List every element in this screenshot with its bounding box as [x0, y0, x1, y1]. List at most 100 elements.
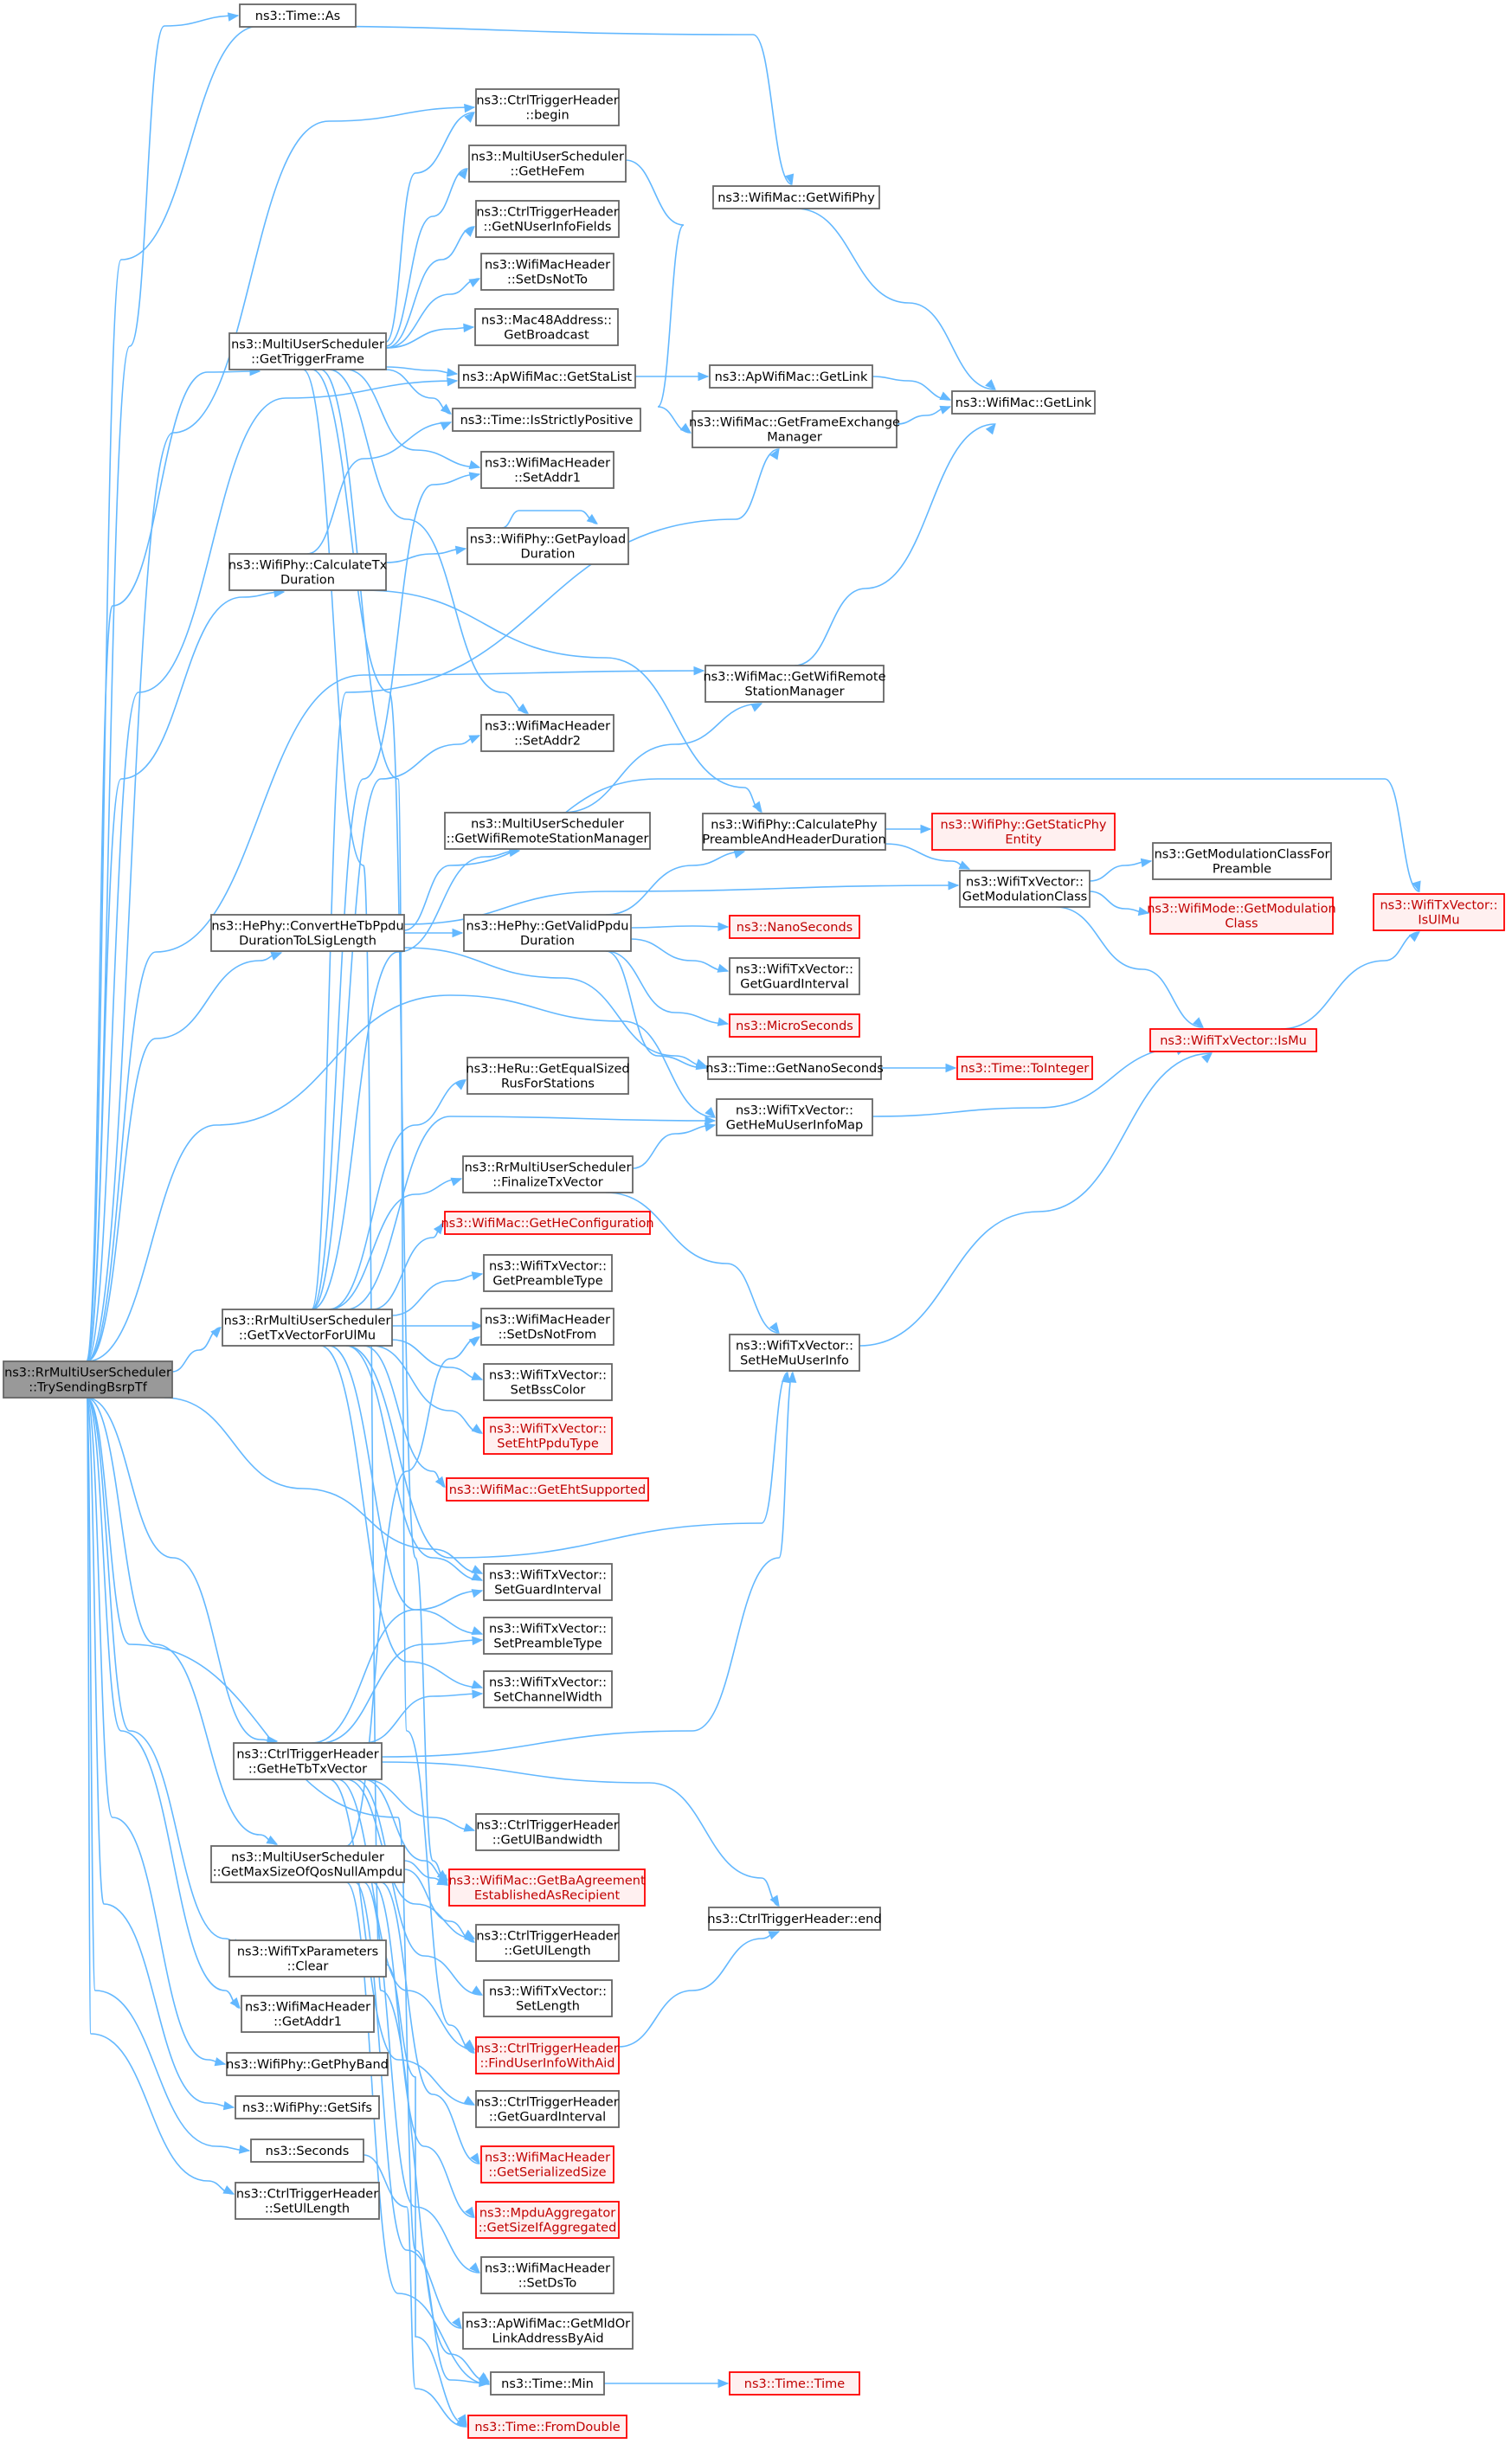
node-mus-gethefem[interactable]: ns3::MultiUserScheduler::GetHeFem [468, 145, 627, 183]
node-time-min[interactable]: ns3::Time::Min [490, 2371, 605, 2396]
node-time-fromdouble[interactable]: ns3::Time::FromDouble [467, 2415, 627, 2439]
node-wifimac-getehtsupported[interactable]: ns3::WifiMac::GetEhtSupported [446, 1477, 649, 1502]
node-wtv-getpreambletype[interactable]: ns3::WifiTxVector::GetPreambleType [483, 1254, 613, 1292]
node-wtxparams-clear[interactable]: ns3::WifiTxParameters::Clear [228, 1939, 387, 1978]
node-wifimac-getbaagreement[interactable]: ns3::WifiMac::GetBaAgreementEstablishedA… [448, 1868, 646, 1907]
node-mac48-getbroadcast[interactable]: ns3::Mac48Address::GetBroadcast [474, 308, 619, 346]
node-box [210, 1845, 405, 1883]
node-wifimac-getlink[interactable]: ns3::WifiMac::GetLink [951, 390, 1096, 415]
node-wmh-setaddr2[interactable]: ns3::WifiMacHeader::SetAddr2 [480, 714, 614, 752]
node-seconds[interactable]: ns3::Seconds [250, 2138, 364, 2163]
node-wmh-setdsnotto[interactable]: ns3::WifiMacHeader::SetDsNotTo [480, 253, 614, 291]
node-box [475, 88, 620, 126]
node-wtv-setguardinterval[interactable]: ns3::WifiTxVector::SetGuardInterval [483, 1563, 613, 1601]
node-label: ns3::WifiPhy::GetStaticPhy [941, 819, 1107, 833]
node-label: ::FinalizeTxVector [492, 1176, 602, 1190]
node-label: ns3::CtrlTriggerHeader [476, 206, 618, 220]
node-wifiphy-getsifs[interactable]: ns3::WifiPhy::GetSifs [235, 2095, 380, 2119]
node-hephy-convert[interactable]: ns3::HePhy::ConvertHeTbPpduDurationToLSi… [210, 914, 405, 952]
edge-rrmus_gettxvector-to-wtv_sethemuuserinfo [345, 1345, 791, 1559]
node-mus-getwrsm[interactable]: ns3::MultiUserScheduler::GetWifiRemoteSt… [444, 812, 651, 850]
node-ctrl-gethetbtx[interactable]: ns3::CtrlTriggerHeader::GetHeTbTxVector [233, 1742, 383, 1780]
node-wifiphy-calcpreamble[interactable]: ns3::WifiPhy::CalculatePhyPreambleAndHea… [702, 813, 886, 851]
node-wifimode-getmodclass[interactable]: ns3::WifiMode::GetModulationClass [1147, 897, 1336, 935]
node-nanoseconds[interactable]: ns3::NanoSeconds [729, 915, 860, 939]
node-apwifimac-getstalist[interactable]: ns3::ApWifiMac::GetStaList [458, 364, 636, 389]
node-wtv-setbsscolor[interactable]: ns3::WifiTxVector::SetBssColor [483, 1363, 613, 1401]
node-ctrl-end[interactable]: ns3::CtrlTriggerHeader::end [707, 1907, 882, 1931]
node-wifimac-getwrsm[interactable]: ns3::WifiMac::GetWifiRemoteStationManage… [703, 665, 886, 703]
edge-wifiphy_calctx-to-time_isstrictlypositive [306, 421, 453, 555]
edge-mus_gettriggerframe-to-wmh_setaddr2 [328, 369, 530, 714]
node-mus-gettriggerframe[interactable]: ns3::MultiUserScheduler::GetTriggerFrame [228, 332, 387, 370]
node-label: ns3::MpduAggregator [479, 2207, 615, 2221]
node-wifimac-gethecfg[interactable]: ns3::WifiMac::GetHeConfiguration [441, 1211, 654, 1235]
node-label: ns3::HePhy::ConvertHeTbPpdu [211, 920, 403, 934]
node-wifimac-getwifiphy[interactable]: ns3::WifiMac::GetWifiPhy [712, 185, 880, 209]
node-label: ::GetUlLength [504, 1945, 590, 1958]
node-label: ns3::WifiTxVector:: [736, 963, 853, 977]
node-ctrl-setullength[interactable]: ns3::CtrlTriggerHeader::SetUlLength [235, 2182, 380, 2220]
node-ctrl-getullength[interactable]: ns3::CtrlTriggerHeader::GetUlLength [475, 1924, 620, 1962]
node-time-getnanoseconds[interactable]: ns3::Time::GetNanoSeconds [705, 1056, 884, 1080]
node-wmh-getaddr1[interactable]: ns3::WifiMacHeader::GetAddr1 [241, 1995, 375, 2033]
node-apwifimac-getlink[interactable]: ns3::ApWifiMac::GetLink [709, 364, 873, 389]
node-wtv-setchannelwidth[interactable]: ns3::WifiTxVector::SetChannelWidth [483, 1670, 613, 1708]
node-wtv-getmodclass[interactable]: ns3::WifiTxVector::GetModulationClass [959, 870, 1091, 908]
edge-wifiphy_getpayload-to-wifiphy_getpayload [501, 510, 599, 529]
edge-time_getnanoseconds-to-time_tointeger [881, 1063, 957, 1073]
node-time-as[interactable]: ns3::Time::As [239, 3, 357, 28]
node-box [716, 1098, 873, 1136]
node-wtv-setlength[interactable]: ns3::WifiTxVector::SetLength [483, 1979, 613, 2017]
node-box [475, 2201, 620, 2239]
node-wtv-setehtppdutype[interactable]: ns3::WifiTxVector::SetEhtPpduType [483, 1417, 613, 1455]
node-label: ::GetTxVectorForUlMu [239, 1329, 376, 1343]
node-wmh-getserializedsize[interactable]: ns3::WifiMacHeader::GetSerializedSize [480, 2145, 614, 2184]
node-wmh-setaddr1[interactable]: ns3::WifiMacHeader::SetAddr1 [480, 451, 614, 489]
node-ctrl-getguardinterval[interactable]: ns3::CtrlTriggerHeader::GetGuardInterval [475, 2090, 620, 2128]
node-microseconds[interactable]: ns3::MicroSeconds [729, 1013, 860, 1038]
node-ctrl-getulbandwidth[interactable]: ns3::CtrlTriggerHeader::GetUlBandwidth [475, 1813, 620, 1851]
node-wtv-sethemuuserinfo[interactable]: ns3::WifiTxVector::SetHeMuUserInfo [729, 1334, 860, 1372]
node-wmh-setdsto[interactable]: ns3::WifiMacHeader::SetDsTo [480, 2256, 614, 2294]
node-label: DurationToLSigLength [239, 935, 376, 949]
node-label: ::SetDsTo [518, 2277, 577, 2291]
edge-mus_getmaxsize-to-wmh_setdsto [363, 1881, 480, 2274]
node-box [239, 3, 357, 28]
node-wtv-setpreambletype[interactable]: ns3::WifiTxVector::SetPreambleType [483, 1617, 613, 1655]
node-rrmus-gettxvector[interactable]: ns3::RrMultiUserScheduler::GetTxVectorFo… [222, 1309, 393, 1347]
node-wifiphy-getphyband[interactable]: ns3::WifiPhy::GetPhyBand [226, 2052, 389, 2076]
node-wtv-isulmu[interactable]: ns3::WifiTxVector::IsUlMu [1373, 893, 1505, 931]
node-rrmus-finalize[interactable]: ns3::RrMultiUserScheduler::FinalizeTxVec… [462, 1155, 634, 1193]
edge-wifimac_getwrsm-to-wifimac_getlink [794, 422, 996, 666]
edge-mus_gettriggerframe-to-time_min [302, 369, 491, 2383]
node-ctrl-finduserinfo[interactable]: ns3::CtrlTriggerHeader::FindUserInfoWith… [475, 2036, 620, 2074]
node-mus-getmaxsize[interactable]: ns3::MultiUserScheduler::GetMaxSizeOfQos… [210, 1845, 405, 1883]
node-wtv-ismu[interactable]: ns3::WifiTxVector::IsMu [1149, 1028, 1317, 1052]
node-ctrl-begin[interactable]: ns3::CtrlTriggerHeader::begin [475, 88, 620, 126]
node-label: SetPreambleType [493, 1637, 602, 1651]
node-box [729, 2371, 860, 2396]
node-wtv-getguardinterval[interactable]: ns3::WifiTxVector::GetGuardInterval [729, 957, 860, 995]
edge-root-to-time_as [86, 12, 240, 1362]
node-time-time[interactable]: ns3::Time::Time [729, 2371, 860, 2396]
node-wmh-setdsnotfrom[interactable]: ns3::WifiMacHeader::SetDsNotFrom [480, 1308, 614, 1346]
node-time-isstrictlypositive[interactable]: ns3::Time::IsStrictlyPositive [452, 408, 641, 432]
node-box [3, 1360, 173, 1399]
node-mpduagg-getsize[interactable]: ns3::MpduAggregator::GetSizeIfAggregated [475, 2201, 620, 2239]
edge-hephy_getvalid-to-wifiphy_calcpreamble [605, 849, 746, 916]
node-label: ns3::ApWifiMac::GetStaList [462, 370, 632, 384]
node-label: ::GetAddr1 [273, 2016, 342, 2029]
node-time-tointeger[interactable]: ns3::Time::ToInteger [956, 1056, 1093, 1080]
node-ctrl-getnuser[interactable]: ns3::CtrlTriggerHeader::GetNUserInfoFiel… [475, 200, 620, 238]
node-wtv-gethemuuserinfomap[interactable]: ns3::WifiTxVector::GetHeMuUserInfoMap [716, 1098, 873, 1136]
